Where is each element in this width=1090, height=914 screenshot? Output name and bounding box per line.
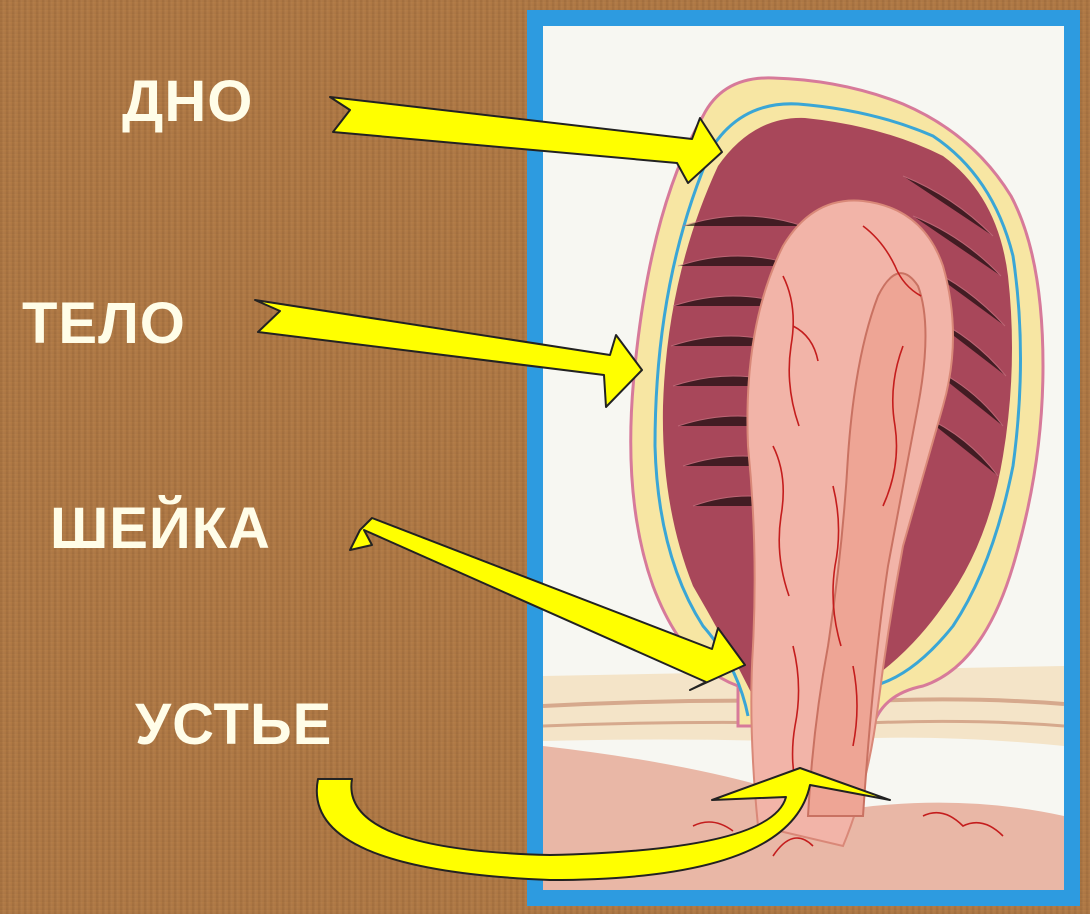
arrow-ustye xyxy=(317,768,890,880)
arrow-sheyka xyxy=(350,518,745,690)
arrow-telo xyxy=(255,300,642,407)
arrow-dno xyxy=(330,97,722,183)
